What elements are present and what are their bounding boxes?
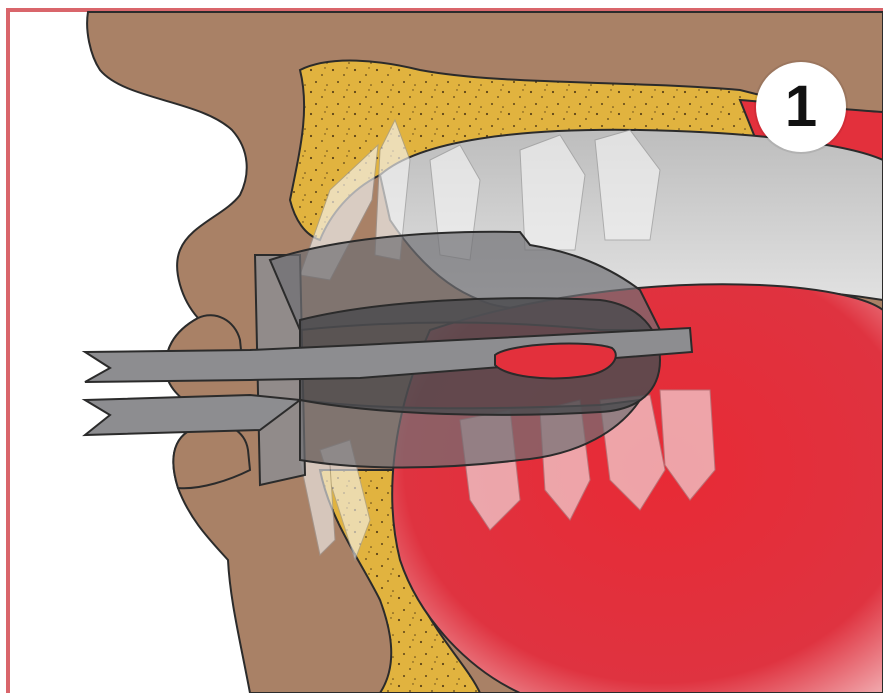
- step-number: 1: [785, 78, 817, 136]
- step-number-badge: 1: [756, 62, 846, 152]
- device-red-tip: [495, 344, 616, 379]
